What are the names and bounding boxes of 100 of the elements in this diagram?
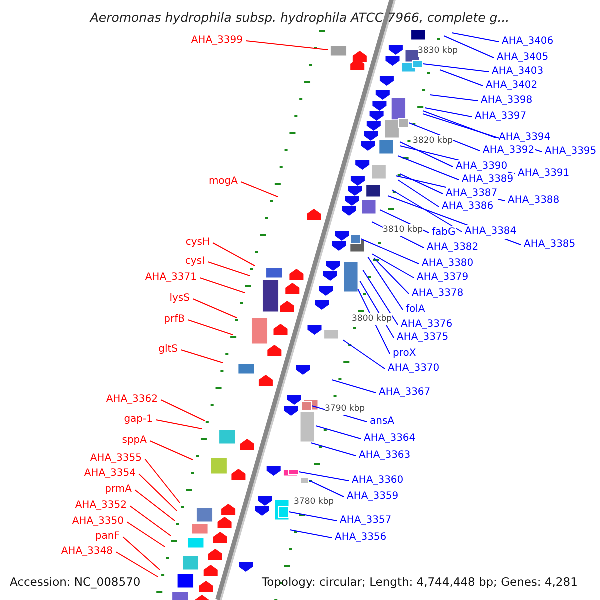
gene-label: gap-1 [124,413,153,427]
leader-line [332,380,376,394]
gene-label: AHA_3394 [499,131,551,145]
gene-label: AHA_3364 [364,432,416,446]
gene-block [301,401,312,411]
gene-label: AHA_3395 [545,145,597,159]
leader-line [452,32,500,42]
leader-line [440,70,484,86]
gene-block [398,118,409,128]
leader-line [290,530,332,538]
position-label: 3810 kbp [383,224,424,236]
gene-label: mogA [208,175,238,189]
leader-line [134,490,176,522]
gene-label: AHA_3359 [347,490,399,504]
gene-label: AHA_3379 [417,271,469,285]
gene-label: AHA_3378 [412,287,464,301]
position-label: 3780 kbp [294,496,334,508]
gene-label: AHA_3375 [397,331,449,345]
gene-label: AHA_3397 [475,110,527,124]
gene-label: cysI [185,255,205,269]
gene-label: AHA_3385 [524,238,576,252]
leader-line [422,64,490,72]
gene-label: AHA_3367 [379,386,431,400]
info-text: Accession: NC_008570 [10,574,141,590]
gene-label: prfB [164,313,185,327]
leader-line [288,512,338,522]
gene-label: AHA_3376 [401,318,453,332]
gene-label: AHA_3354 [84,467,136,481]
leader-line [200,278,246,294]
gene-label: gltS [158,343,178,357]
gene-block [278,506,289,518]
gene-label: AHA_3356 [335,531,387,545]
gene-label: AHA_3371 [145,271,197,285]
gene-label: AHA_3370 [388,362,440,376]
gene-label: AHA_3348 [61,545,113,559]
leader-line [444,36,494,58]
leader-line [156,420,202,430]
gene-block [288,469,299,475]
gene-label: prmA [105,483,132,497]
leader-line [180,350,224,364]
leader-line [372,254,414,278]
leader-line [342,340,386,370]
leader-line [208,262,250,276]
leader-line [126,522,166,548]
position-label: 3790 kbp [325,403,366,415]
gene-label: AHA_3360 [352,474,404,488]
leader-line [368,256,404,310]
gene-label: AHA_3399 [191,34,243,48]
gene-label: AHA_3384 [465,225,517,239]
gene-label: cysH [186,236,210,250]
leader-line [188,320,234,336]
gene-label: AHA_3382 [427,241,479,255]
gene-label: AHA_3363 [359,449,411,463]
gene-block [412,60,423,68]
gene-block [300,477,309,484]
leader-line [422,110,496,138]
leader-line [392,190,462,232]
gene-label: sppA [122,434,147,448]
leader-line [400,142,454,168]
leader-line [298,472,350,482]
leader-line [240,182,278,198]
map-title: Aeromonas hydrophila subsp. hydrophila ATCC 7966, complete g... [88,9,511,27]
gene-label: AHA_3389 [462,173,514,187]
position-label: 3830 kbp [418,45,458,57]
leader-line [116,552,158,578]
gene-label: panF [95,530,120,544]
leader-line [424,108,472,118]
leader-line [360,238,420,264]
gene-label: proX [393,347,416,361]
gene-label: AHA_3352 [75,499,127,513]
leader-line [246,40,328,50]
leader-line [150,440,194,460]
leader-line [398,180,440,208]
leader-line [400,174,444,194]
leader-line [192,298,238,318]
leader-line [144,458,180,504]
gene-label: AHA_3386 [442,200,494,214]
leader-line [362,270,398,326]
gene-label: AHA_3388 [508,194,560,208]
gene-label: AHA_3390 [456,160,508,174]
gene-block [350,234,361,244]
leader-line [310,442,356,456]
gene-label: AHA_3357 [340,514,392,528]
gene-label: AHA_3380 [422,257,474,271]
gene-label: AHA_3355 [90,452,142,466]
leader-line [398,156,460,180]
position-label: 3820 kbp [413,135,454,147]
leader-line [122,536,160,570]
gene-label: AHA_3391 [518,167,570,181]
leader-line [212,242,256,266]
gene-label: AHA_3392 [483,144,535,158]
gene-label: lysS [170,292,190,306]
leader-line [430,94,478,102]
gene-label: AHA_3403 [492,65,544,79]
leader-line [130,506,172,536]
info-text: Topology: circular; Length: 4,744,448 bp; Genes: 4,281 [262,574,578,590]
gene-label: AHA_3362 [106,393,158,407]
position-label: 3800 kbp [352,313,392,325]
gene-label: AHA_3350 [72,515,124,529]
leader-line [138,474,178,512]
